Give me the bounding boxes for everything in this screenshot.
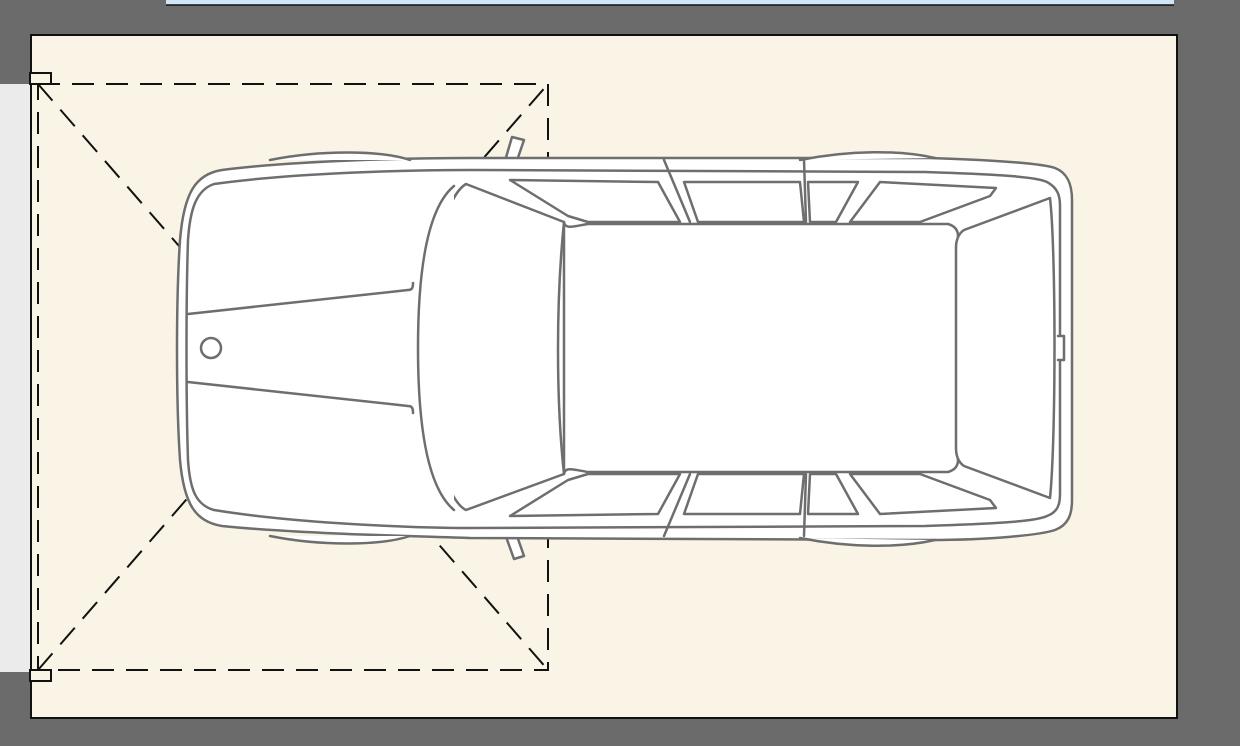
pillar-top-c — [802, 158, 808, 224]
top-window — [166, 0, 1174, 5]
side-window-top-4 — [848, 180, 998, 224]
exterior-strip — [0, 84, 30, 672]
side-window-bottom-1 — [508, 472, 682, 518]
tailgate-notch — [1056, 334, 1066, 362]
car-top-view-icon — [175, 135, 1074, 561]
pillar-bottom-b — [662, 472, 692, 538]
hood-crease-bottom — [186, 380, 415, 415]
rear-window — [954, 196, 1056, 500]
side-window-bottom-2 — [682, 472, 806, 516]
hood-crease-top — [186, 281, 415, 316]
door-jamb-top — [29, 72, 52, 85]
side-window-bottom-3 — [806, 472, 860, 516]
windshield-inner — [416, 184, 456, 512]
pillar-bottom-c — [802, 472, 808, 538]
side-window-top-3 — [806, 180, 860, 224]
hood-emblem — [199, 336, 223, 360]
side-window-top-2 — [682, 180, 806, 224]
fender-rear-top — [798, 151, 937, 162]
fender-rear-bottom — [798, 536, 937, 547]
fender-front-top — [268, 151, 412, 162]
left-wall-bottom — [6, 673, 32, 723]
car-roof — [562, 220, 960, 476]
fender-front-bottom — [268, 534, 412, 545]
side-window-top-1 — [508, 178, 682, 224]
left-wall-top — [6, 35, 32, 83]
side-window-bottom-4 — [848, 472, 998, 516]
pillar-top-b — [662, 158, 692, 224]
door-jamb-bottom — [29, 669, 52, 682]
